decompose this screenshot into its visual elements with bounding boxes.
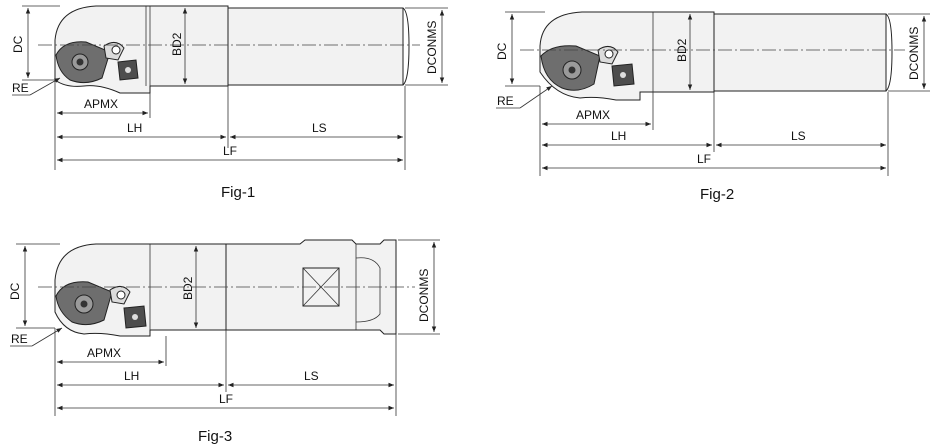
fig1-lf-label: LF xyxy=(223,144,237,158)
fig2-dconms-label: DCONMS xyxy=(907,27,921,80)
fig2-lh-label: LH xyxy=(611,129,626,143)
fig2-dc-label: DC xyxy=(495,42,509,60)
figure-2: DC RE BD2 DCONMS APMX LH LS LF Fig‐2 xyxy=(495,11,930,203)
fig1-re-leader xyxy=(29,77,61,96)
fig3-insert xyxy=(55,281,113,326)
fig3-insert-small xyxy=(123,305,147,329)
fig2-bd2-label: BD2 xyxy=(675,38,689,62)
fig3-re-label: RE xyxy=(11,332,28,346)
fig1-insert xyxy=(55,41,111,84)
fig1-screw xyxy=(103,42,125,61)
fig1-insert-small xyxy=(117,59,139,81)
fig3-lf-label: LF xyxy=(219,392,233,406)
fig2-apmx-label: APMX xyxy=(576,108,610,122)
figure-1: DC RE BD2 DCONMS APMX LH LS LF Fig‐1 xyxy=(11,5,448,201)
fig2-tool-body xyxy=(539,11,893,101)
figure-3: DC RE BD2 DCONMS APMX LH LS LF Fig‐3 xyxy=(8,239,440,445)
fig3-screw xyxy=(109,286,131,305)
fig3-caption: Fig‐3 xyxy=(198,428,232,445)
fig3-lh-label: LH xyxy=(124,369,139,383)
fig3-ls-label: LS xyxy=(304,369,319,383)
fig2-lf-label: LF xyxy=(697,152,711,166)
fig3-re-leader xyxy=(31,327,63,347)
fig2-insert xyxy=(540,45,601,91)
fig3-dconms-label: DCONMS xyxy=(417,269,431,322)
fig3-apmx-label: APMX xyxy=(87,346,121,360)
fig3-bd2-label: BD2 xyxy=(181,276,195,300)
fig1-caption: Fig‐1 xyxy=(221,184,255,201)
fig1-dc-label: DC xyxy=(11,35,25,53)
fig2-re-leader xyxy=(519,85,553,109)
fig2-caption: Fig‐2 xyxy=(700,186,734,203)
fig2-re-label: RE xyxy=(497,94,514,108)
fig1-apmx-label: APMX xyxy=(84,97,118,111)
fig1-re-label: RE xyxy=(12,81,29,95)
fig2-insert-small xyxy=(611,63,635,87)
fig2-screw xyxy=(597,46,619,65)
fig3-tool-body xyxy=(54,239,397,337)
fig1-lh-label: LH xyxy=(127,121,142,135)
fig2-ls-label: LS xyxy=(791,129,806,143)
fig1-bd2-label: BD2 xyxy=(170,32,184,56)
fig1-ls-label: LS xyxy=(312,121,327,135)
fig1-dconms-label: DCONMS xyxy=(425,21,439,74)
fig3-dc-label: DC xyxy=(8,282,22,300)
